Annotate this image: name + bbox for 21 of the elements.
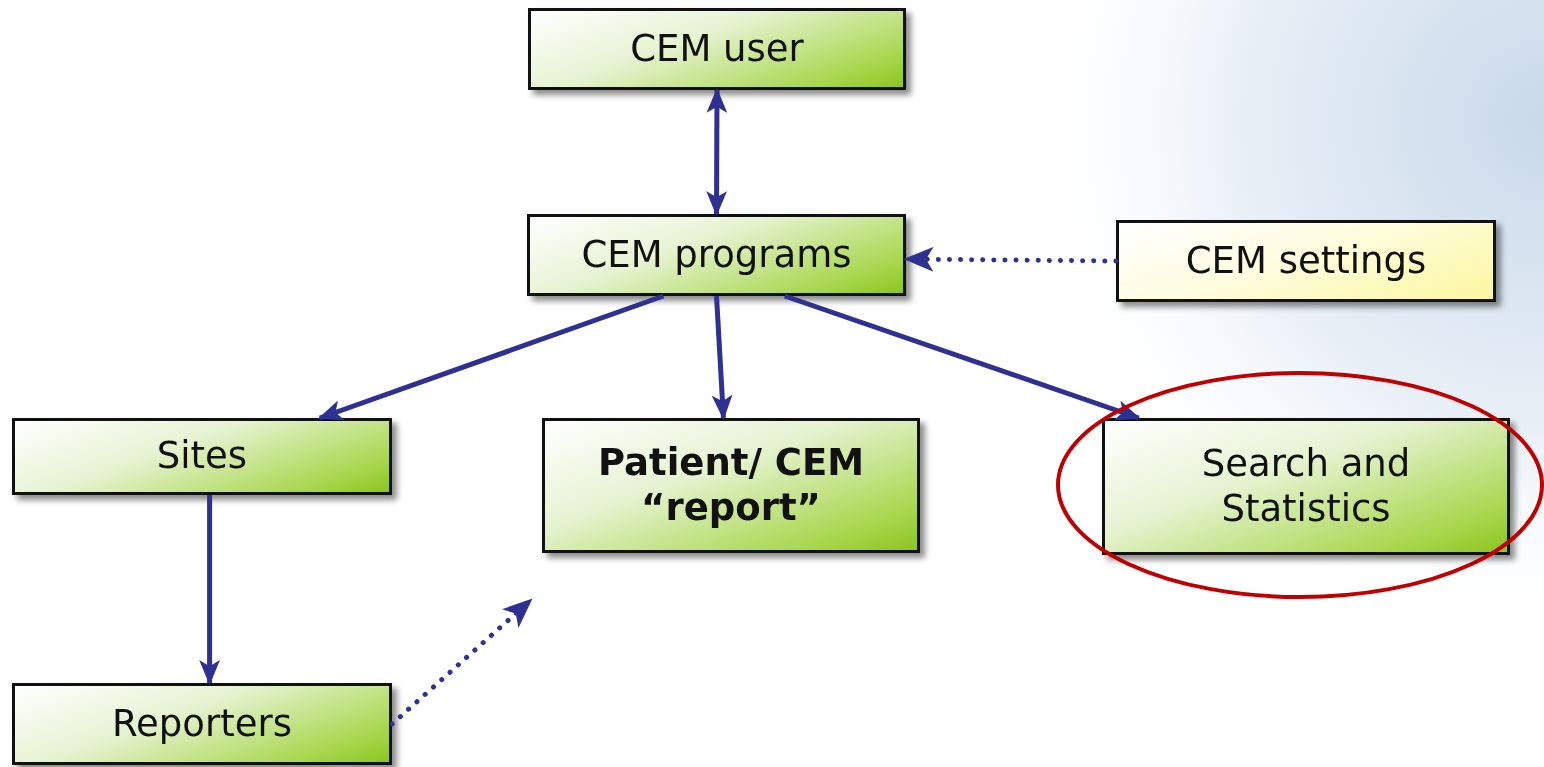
- box-label: Patient/ CEM “report”: [596, 441, 866, 530]
- box-label: Search and Statistics: [1200, 442, 1412, 531]
- box-label: Reporters: [111, 701, 293, 747]
- box-label: CEM programs: [580, 232, 853, 278]
- process-box: [12, 683, 392, 765]
- arrow: [317, 293, 665, 421]
- arrow: [706, 87, 728, 217]
- arrow: [199, 495, 220, 686]
- box-label: CEM user: [629, 26, 805, 72]
- process-box: [1116, 220, 1496, 302]
- box-label: CEM settings: [1184, 238, 1428, 284]
- arrow: [711, 295, 733, 421]
- process-box: [12, 418, 392, 495]
- process-box: [542, 418, 920, 553]
- process-box: [527, 214, 906, 296]
- dotted-arrow: [903, 246, 1119, 272]
- process-box: [528, 8, 906, 90]
- box-label: Sites: [155, 434, 249, 479]
- process-box: [1102, 418, 1510, 555]
- arrow: [783, 293, 1141, 421]
- dotted-arrow: [389, 597, 534, 727]
